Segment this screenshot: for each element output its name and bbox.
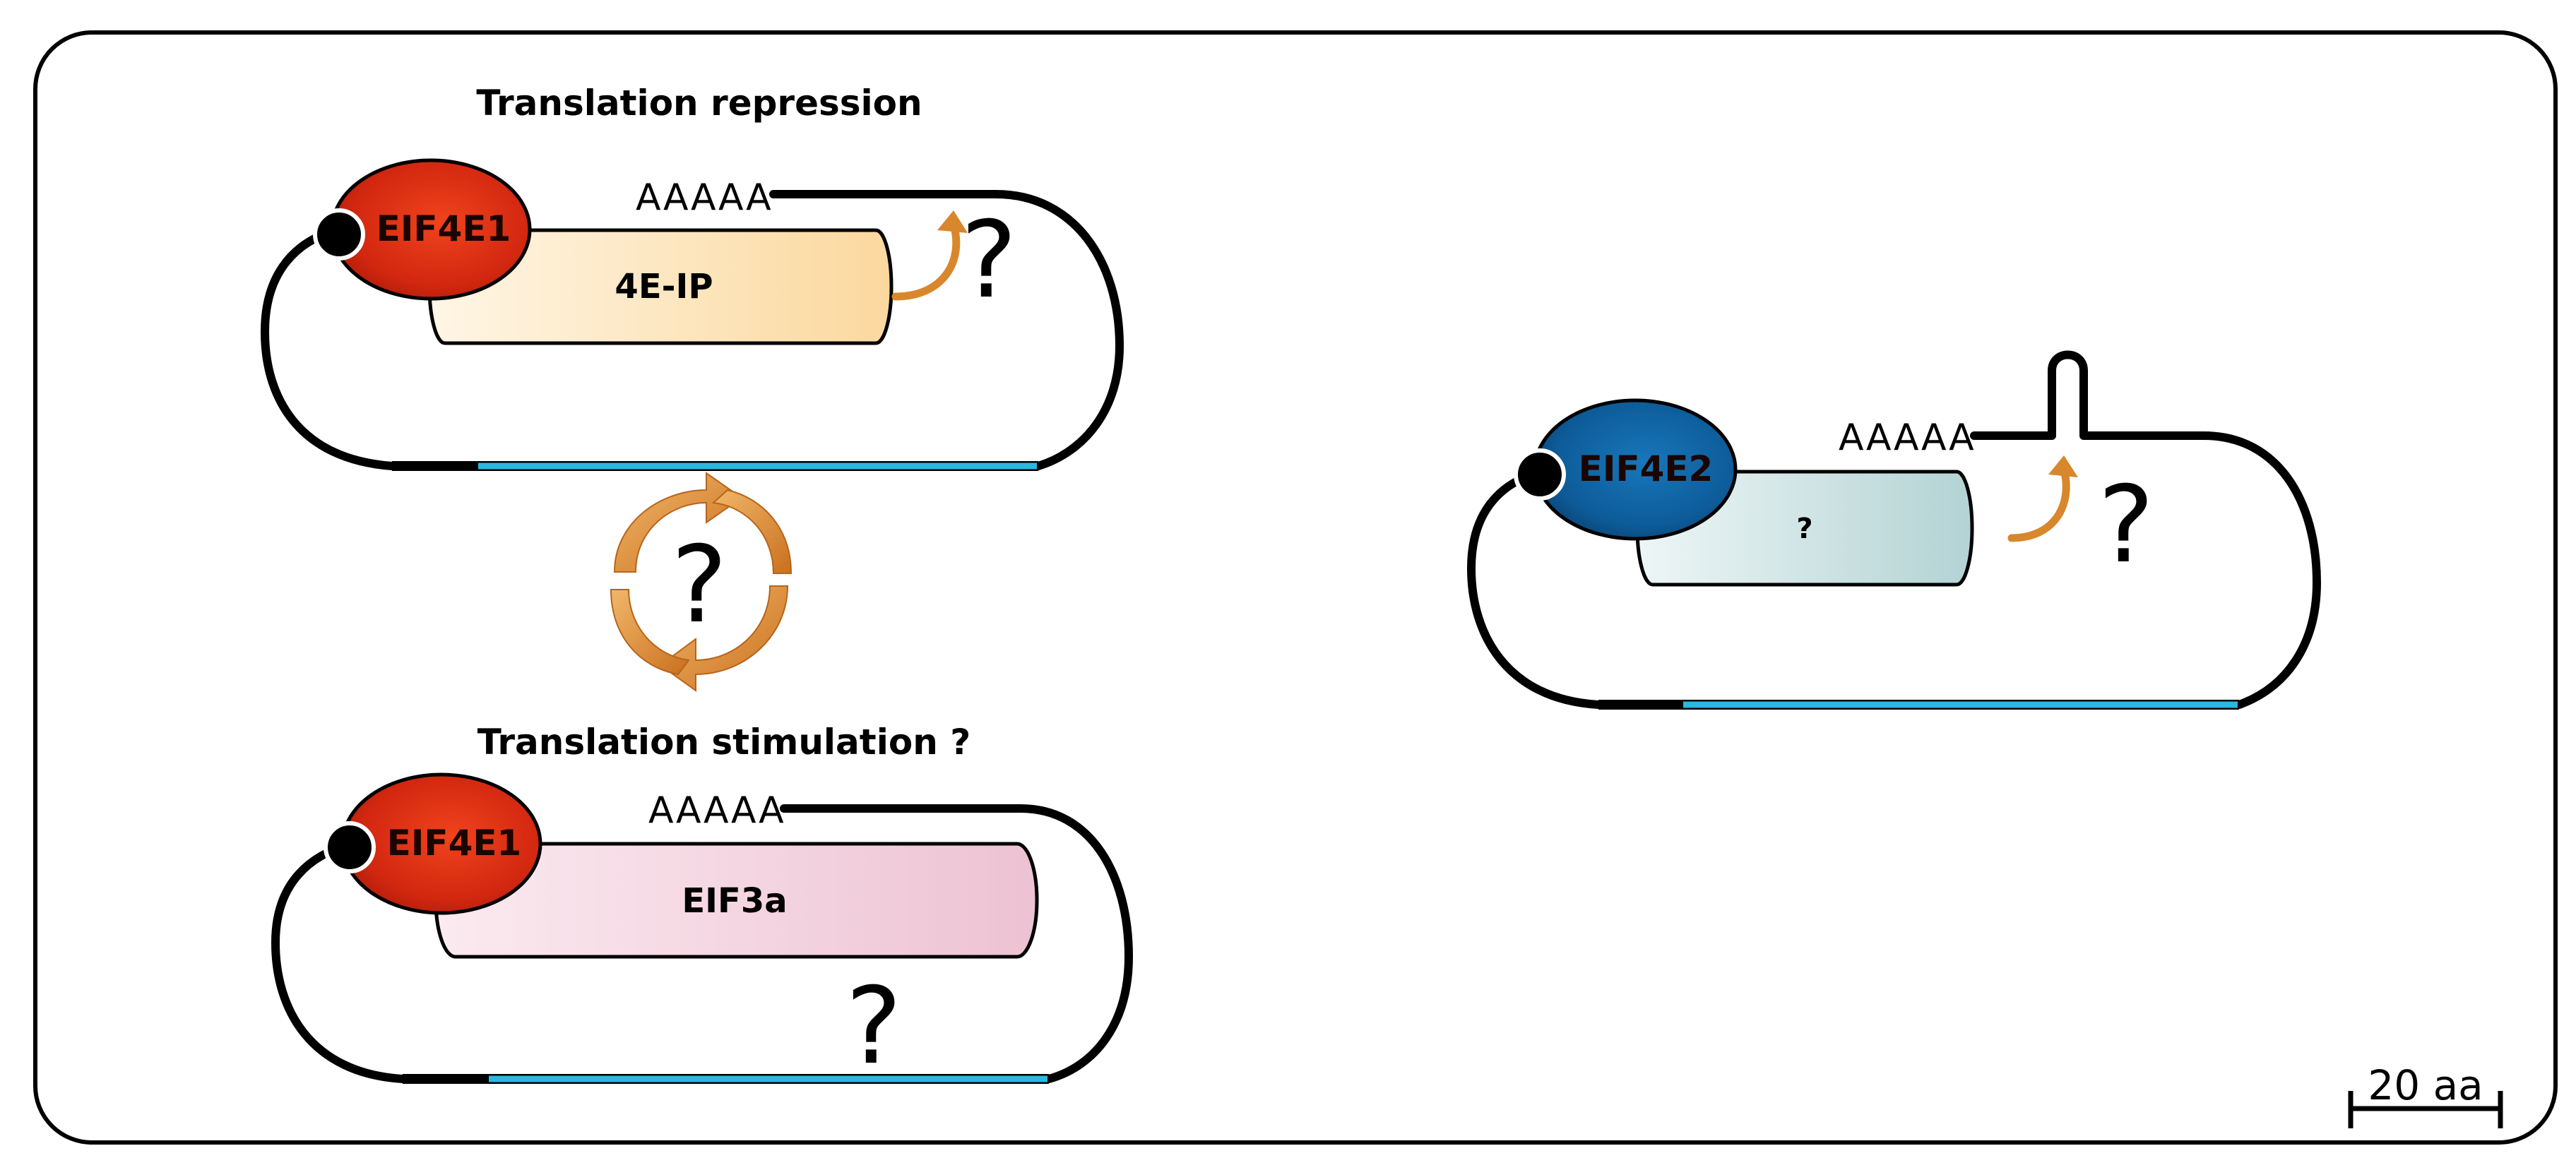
repression-cap-dot <box>313 208 365 261</box>
cycle-arrow-top <box>613 472 743 573</box>
repression-arrow-head <box>937 210 968 233</box>
repression-panel: Translation repression 4E-IP EIF4E1 AAAA… <box>261 83 1124 471</box>
cycle-arrow-bottom <box>659 585 789 692</box>
repression-curved-arrow <box>891 220 961 301</box>
scale-bar-label: 20 aa <box>2368 1061 2483 1109</box>
repression-partner-label: 4E-IP <box>615 267 713 306</box>
repression-question: ? <box>961 199 1017 322</box>
eif4e2-question: ? <box>2098 464 2154 587</box>
repression-polya: AAAAA <box>636 177 773 219</box>
repression-mrna-loop <box>261 190 1124 470</box>
stimulation-cap-dot <box>324 821 376 873</box>
stimulation-mrna-loop <box>271 804 1133 1083</box>
repression-title: Translation repression <box>476 83 922 124</box>
cycle-arrow-left <box>610 589 690 676</box>
exchange-cycle: ? <box>610 472 793 692</box>
eif4e2-arrow-head <box>2048 455 2078 477</box>
cycle-question: ? <box>671 524 728 647</box>
stimulation-title: Translation stimulation ? <box>477 722 971 763</box>
stimulation-partner-label: EIF3a <box>682 881 787 921</box>
eif4e2-label: EIF4E2 <box>1579 448 1714 489</box>
eif4e2-cap-dot <box>1514 448 1566 501</box>
eif4e2-panel: ? EIF4E2 AAAAA ? <box>1467 350 2321 710</box>
stimulation-polya: AAAAA <box>648 789 785 832</box>
eif4e2-mrna-loop <box>1467 350 2321 709</box>
eif4e2-partner-label: ? <box>1796 513 1812 545</box>
scale-bar: 20 aa <box>2348 1061 2503 1128</box>
stimulation-eif4e1-label: EIF4E1 <box>387 823 522 864</box>
eif4e2-polya: AAAAA <box>1839 417 1976 459</box>
cycle-arrow-right <box>711 489 793 574</box>
stimulation-question: ? <box>845 965 902 1088</box>
eif4e2-curved-arrow <box>2007 465 2070 542</box>
stimulation-panel: Translation stimulation ? EIF3a EIF4E1 A… <box>271 722 1133 1088</box>
repression-eif4e1-label: EIF4E1 <box>376 208 511 249</box>
